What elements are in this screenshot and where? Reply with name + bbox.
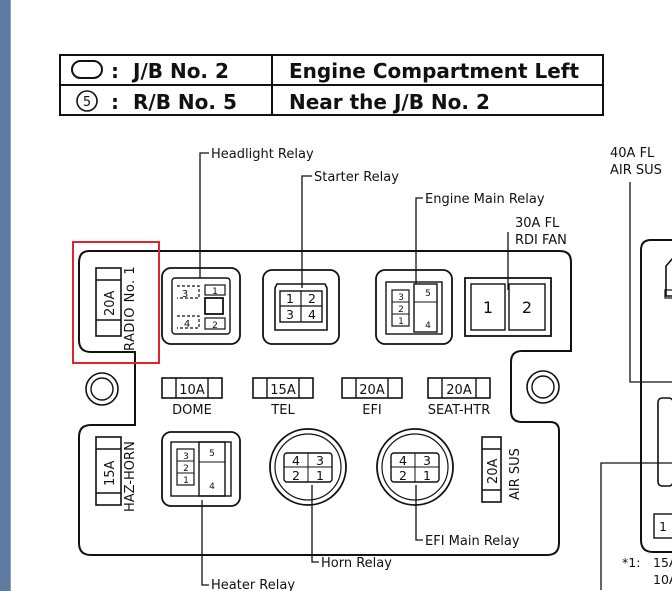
svg-text:20A: 20A: [446, 383, 472, 398]
fuse-haz-horn: 15A HAZ-HORN: [95, 436, 138, 512]
legend-jb-key: J/B No. 2: [131, 59, 229, 83]
label-horn-relay: Horn Relay: [321, 556, 392, 571]
fuse-seat-htr-label: SEAT-HTR: [428, 403, 491, 418]
relay-headlight: 3 1 4 2: [161, 267, 241, 345]
fuse-seat-htr: 20A SEAT-HTR: [427, 377, 491, 418]
svg-text:15A: 15A: [103, 460, 118, 486]
label-efi-main-relay: EFI Main Relay: [425, 534, 520, 549]
fuse-radio-name: RADIO No. 1: [123, 266, 138, 351]
footnote-line1: 15A: [653, 555, 672, 570]
fuse-haz-horn-label: HAZ-HORN: [123, 441, 138, 512]
rb-symbol-icon: [76, 90, 98, 112]
svg-text:1: 1: [286, 291, 294, 306]
label-air-sus-fl-name: AIR SUS: [610, 163, 662, 178]
footnote-line2: 10A: [653, 572, 672, 587]
junction-block-outline: [78, 250, 572, 556]
svg-text:1: 1: [398, 317, 404, 327]
svg-text:1: 1: [423, 468, 431, 483]
svg-text:1: 1: [316, 468, 324, 483]
relay-efi-main: 4 3 2 1: [376, 428, 454, 506]
svg-text:4: 4: [184, 319, 190, 330]
label-starter-relay: Starter Relay: [314, 170, 399, 185]
svg-text:4: 4: [425, 321, 431, 331]
svg-text:3: 3: [316, 453, 324, 468]
svg-text:4: 4: [209, 482, 215, 492]
svg-text:2: 2: [292, 468, 300, 483]
label-rdi-fan-amp: 30A FL: [515, 216, 560, 231]
fuse-efi: 20A EFI: [341, 377, 403, 418]
fuse-radio-no1: 20A RADIO No. 1: [95, 266, 138, 351]
svg-text:2: 2: [398, 305, 404, 315]
label-engine-main-relay: Engine Main Relay: [425, 192, 545, 207]
svg-text:3: 3: [183, 452, 189, 462]
svg-text:2: 2: [183, 464, 189, 474]
svg-text:1: 1: [183, 476, 189, 486]
svg-text:10A: 10A: [179, 383, 205, 398]
relay-horn: 4 3 2 1: [269, 428, 347, 506]
fuse-air-sus: 20A AIR SUS: [481, 436, 523, 503]
jb-symbol-icon: [71, 60, 103, 79]
svg-text:2: 2: [399, 468, 407, 483]
mounting-hole-right: [526, 370, 560, 404]
svg-text:3: 3: [182, 289, 188, 300]
fuse-radio-amp: 20A: [103, 290, 118, 316]
svg-text:3: 3: [398, 293, 404, 303]
svg-text:2: 2: [522, 298, 532, 317]
svg-text:4: 4: [399, 453, 407, 468]
svg-text:15A: 15A: [270, 383, 296, 398]
legend-table: : J/B No. 2 Engine Compartment Left 5 : …: [59, 54, 604, 116]
label-rdi-fan-name: RDI FAN: [515, 233, 567, 248]
mounting-hole-left: [85, 372, 119, 406]
fuse-tel: 15A TEL: [252, 377, 314, 418]
fuse-air-sus-label: AIR SUS: [508, 448, 523, 500]
svg-text::: :: [111, 59, 119, 83]
fuse-tel-label: TEL: [270, 403, 295, 418]
svg-text:3: 3: [423, 453, 431, 468]
footnote-mark: *1:: [622, 555, 640, 570]
svg-text:3: 3: [286, 307, 294, 322]
adjacent-block-partial: 40A FL AIR SUS 1 *1: 15A 10A: [600, 146, 672, 590]
legend-jb-desc: Engine Compartment Left: [289, 59, 580, 83]
svg-text:4: 4: [292, 453, 300, 468]
svg-text:2: 2: [212, 321, 218, 331]
radio-fuse-highlight: [72, 241, 160, 364]
fuse-dome-label: DOME: [172, 403, 212, 418]
diagram-page: : J/B No. 2 Engine Compartment Left 5 : …: [10, 0, 672, 591]
relay-heater: 3 2 1 5 4: [161, 431, 241, 507]
legend-rb-key: R/B No. 5: [133, 90, 237, 114]
fuse-dome: 10A DOME: [161, 377, 223, 418]
label-air-sus-fl-amp: 40A FL: [610, 146, 655, 161]
rb-symbol-number: 5: [83, 95, 91, 110]
relay-starter: 1 2 3 4: [262, 269, 340, 345]
svg-text:1: 1: [483, 298, 493, 317]
svg-text:20A: 20A: [486, 458, 501, 484]
svg-text:5: 5: [209, 449, 215, 459]
svg-text:20A: 20A: [359, 383, 385, 398]
fuse-efi-label: EFI: [362, 403, 382, 418]
legend-rb-desc: Near the J/B No. 2: [289, 90, 490, 114]
svg-text:1: 1: [212, 287, 218, 297]
relay-engine-main: 3 2 1 5 4: [375, 269, 453, 345]
svg-text:1: 1: [659, 519, 667, 534]
label-headlight-relay: Headlight Relay: [211, 147, 314, 162]
svg-text::: :: [111, 90, 119, 114]
svg-text:2: 2: [308, 291, 316, 306]
fuse-block-diagram: : J/B No. 2 Engine Compartment Left 5 : …: [59, 54, 672, 591]
svg-text:5: 5: [425, 289, 431, 299]
label-heater-relay: Heater Relay: [211, 578, 295, 591]
svg-text:4: 4: [308, 307, 316, 322]
